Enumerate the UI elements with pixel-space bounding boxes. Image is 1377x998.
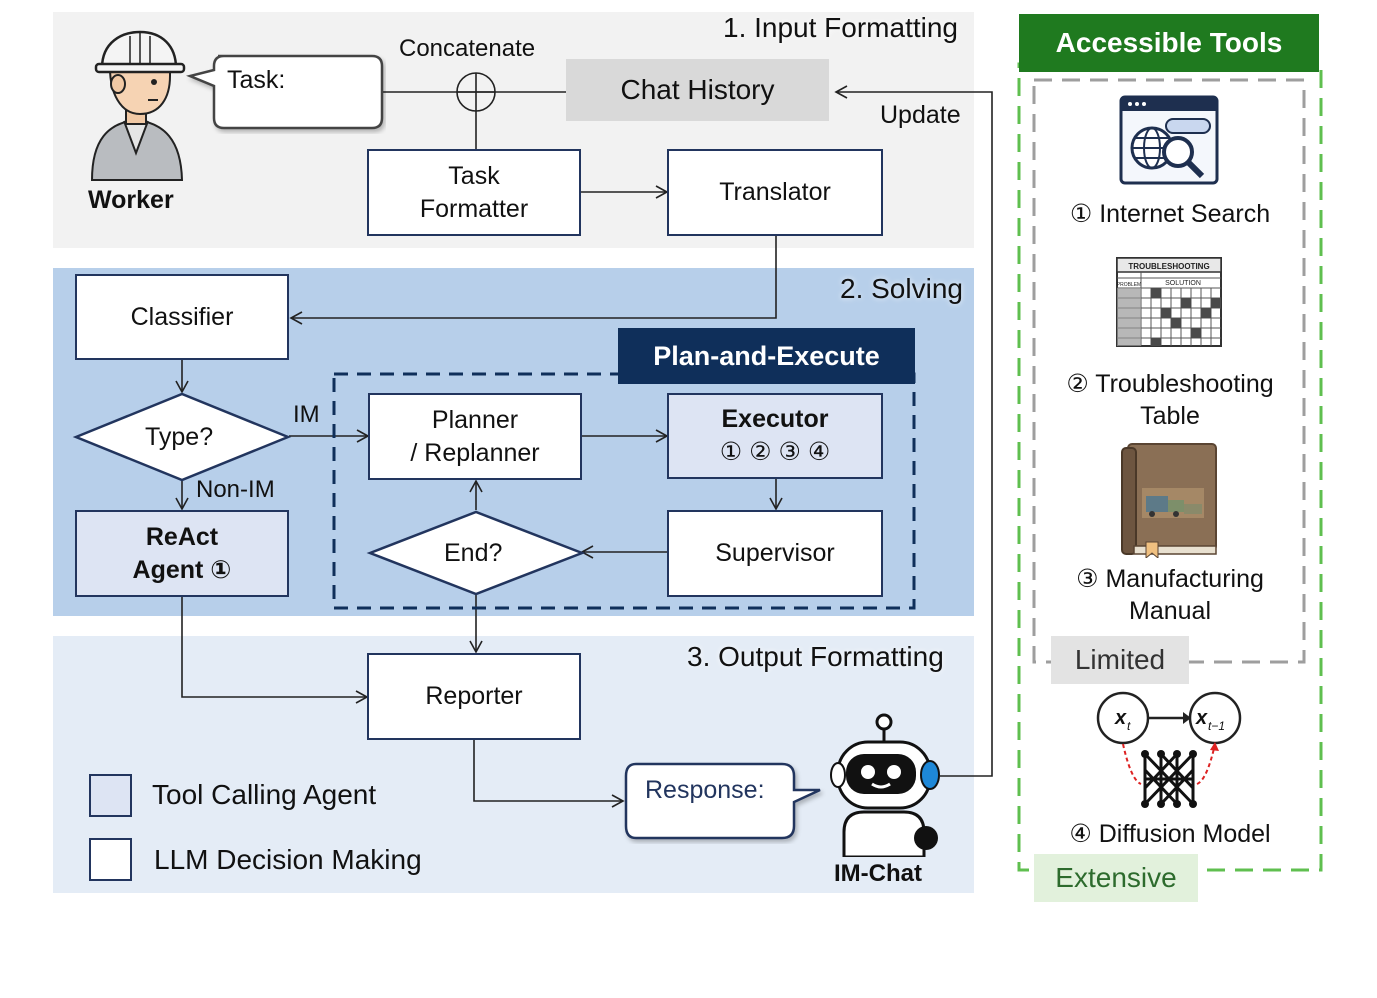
executor-tools: ① ② ③ ④ — [719, 438, 831, 466]
troubleshooting-table-icon: TROUBLESHOOTING PROBLEM SOLUTION — [1116, 257, 1222, 347]
troubleshooting-label-line2: Table — [1140, 402, 1200, 430]
classifier-label: Classifier — [130, 302, 234, 331]
section-title-output: 3. Output Formatting — [687, 641, 944, 672]
troubleshooting-label-line1: ② Troubleshooting — [1066, 370, 1274, 398]
limited-tag-text: Limited — [1074, 644, 1166, 675]
task-formatter-line2: Formatter — [419, 194, 529, 223]
section-title-input: 1. Input Formatting — [723, 12, 959, 43]
reporter-label: Reporter — [425, 682, 523, 710]
xt1-subscript: t−1 — [1208, 719, 1225, 733]
internet-search-icon — [1119, 95, 1219, 185]
section-title-solving: 2. Solving — [840, 273, 963, 304]
legend-llm-swatch — [89, 838, 132, 881]
react-agent-line1: ReAct — [145, 522, 219, 551]
worker-label: Worker — [88, 186, 174, 214]
executor-box: Executor ① ② ③ ④ — [667, 393, 883, 479]
manual-label-line1: ③ Manufacturing — [1076, 565, 1264, 593]
legend-tool-label: Tool Calling Agent — [152, 779, 377, 810]
planner-box: Planner / Replanner — [368, 393, 582, 480]
end-decision-diamond — [366, 510, 586, 596]
tools-title-text: Accessible Tools — [1055, 27, 1283, 58]
edge-non-im-label: Non-IM — [196, 476, 275, 503]
task-formatter-line1: Task — [448, 161, 500, 190]
reporter-box: Reporter — [367, 653, 581, 740]
manufacturing-manual-icon — [1121, 443, 1217, 558]
planner-line1: Planner — [431, 405, 519, 434]
legend-tool-swatch — [89, 774, 132, 817]
plan-execute-title: Plan-and-Execute — [618, 328, 915, 384]
classifier-box: Classifier — [75, 274, 289, 360]
diffusion-model-icon: x t x t−1 — [1096, 691, 1242, 808]
type-decision-label: Type? — [145, 423, 214, 451]
extensive-tag: Extensive — [1034, 854, 1198, 902]
plan-execute-title-text: Plan-and-Execute — [653, 340, 880, 371]
xt1-symbol: x — [1195, 707, 1208, 729]
supervisor-box: Supervisor — [667, 510, 883, 597]
end-decision-label: End? — [444, 539, 503, 567]
executor-title: Executor — [721, 405, 829, 433]
response-bubble-text: Response: — [645, 776, 765, 804]
edge-im-label: IM — [293, 401, 320, 428]
robot-icon — [830, 713, 940, 857]
type-decision-diamond — [72, 392, 292, 482]
limited-tag: Limited — [1051, 636, 1189, 684]
task-bubble-shape — [186, 54, 384, 130]
update-label: Update — [880, 101, 961, 129]
concatenate-label: Concatenate — [399, 35, 536, 62]
task-bubble-text: Task: — [227, 66, 286, 94]
tools-title: Accessible Tools — [1019, 14, 1319, 72]
manual-label: ③ Manufacturing Manual — [1040, 563, 1300, 627]
troubleshooting-label: ② Troubleshooting Table — [1040, 368, 1300, 432]
table-icon-col2: SOLUTION — [1165, 280, 1201, 287]
planner-line2: / Replanner — [410, 438, 540, 467]
translator-label: Translator — [719, 178, 831, 206]
diffusion-model-label: ④ Diffusion Model — [1069, 820, 1271, 848]
react-agent-line2: Agent ① — [132, 555, 232, 584]
chat-history-box: Chat History — [566, 59, 829, 121]
legend-llm-label: LLM Decision Making — [154, 844, 422, 875]
xt-subscript: t — [1127, 719, 1131, 733]
extensive-tag-text: Extensive — [1055, 862, 1177, 893]
table-icon-col1: PROBLEM — [1117, 282, 1141, 288]
task-formatter-box: Task Formatter — [367, 149, 581, 236]
react-agent-box: ReAct Agent ① — [75, 510, 289, 597]
worker-icon — [90, 30, 186, 181]
response-bubble-shape — [624, 762, 821, 840]
chat-history-label: Chat History — [620, 74, 775, 105]
internet-search-label: ① Internet Search — [1069, 200, 1271, 228]
translator-box: Translator — [667, 149, 883, 236]
manual-label-line2: Manual — [1129, 597, 1211, 625]
im-chat-label: IM-Chat — [834, 860, 922, 887]
xt-symbol: x — [1114, 707, 1127, 729]
table-icon-header: TROUBLESHOOTING — [1128, 262, 1209, 271]
supervisor-label: Supervisor — [715, 539, 835, 567]
